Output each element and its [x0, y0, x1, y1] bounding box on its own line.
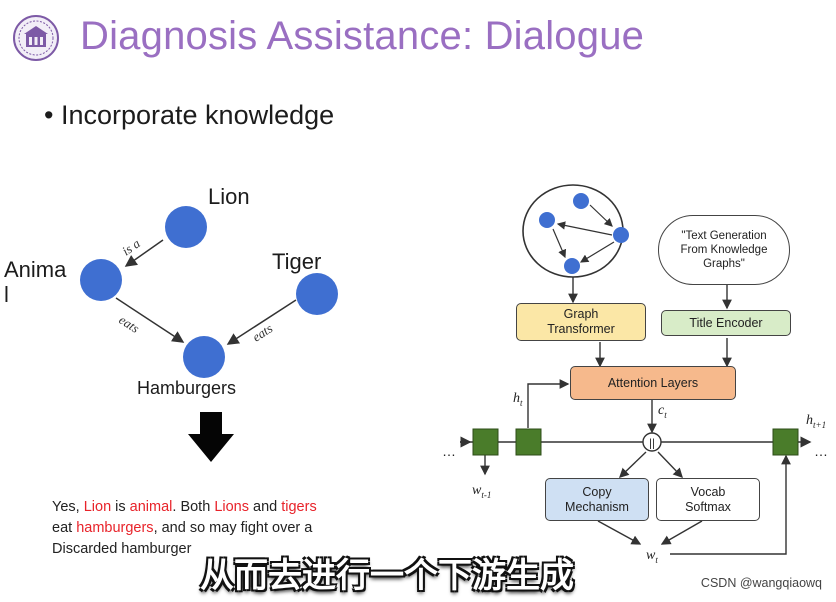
highlight-lion: Lion — [83, 499, 112, 515]
highlight-tigers: tigers — [281, 499, 317, 515]
graph-transformer-box: Graph Transformer — [516, 303, 646, 341]
university-logo-icon — [13, 15, 59, 61]
mini-node — [573, 193, 589, 209]
attention-layers-box: Attention Layers — [570, 366, 736, 400]
edge-is-a — [124, 239, 164, 267]
down-arrow-icon — [188, 412, 234, 462]
edge-label-eats-left: eats — [116, 312, 142, 336]
example-text: is — [111, 499, 130, 515]
label-animal-line1: Anima — [4, 257, 67, 282]
edge-label-is-a: is a — [119, 235, 143, 258]
title-encoder-label: Title Encoder — [689, 315, 763, 330]
architecture-diagram: || … … ht ct ht+1 wt-1 wt — [442, 184, 828, 565]
concat-to-vocab — [657, 451, 683, 479]
label-w-prev: wt-1 — [472, 483, 491, 500]
vocab-softmax-box: Vocab Softmax — [656, 478, 760, 521]
edge-eats-left — [115, 297, 185, 343]
watermark: CSDN @wangqiaowq — [700, 576, 822, 590]
mini-node — [613, 227, 629, 243]
dots-left: … — [442, 443, 456, 459]
vocab-softmax-label: Vocab Softmax — [685, 484, 731, 514]
highlight-lions: Lions — [214, 499, 249, 515]
rnn-cell — [472, 428, 499, 456]
highlight-animal: animal — [129, 499, 173, 515]
video-subtitle: 从而去进行一个下游生成 — [200, 557, 574, 595]
concat-to-copy — [618, 451, 647, 478]
example-text: Discarded hamburger — [52, 541, 192, 557]
mini-edge — [589, 204, 613, 227]
wt-feedback — [670, 454, 791, 555]
example-text: Yes, — [52, 499, 84, 515]
input-text-label: "Text Generation From Knowledge Graphs" — [680, 230, 768, 270]
mini-edge — [579, 241, 615, 263]
rnn-cell — [772, 428, 799, 456]
bullet-text: Incorporate knowledge — [60, 100, 335, 130]
label-lion: Lion — [208, 184, 250, 209]
example-text: , and so may fight over a — [153, 520, 313, 536]
label-wt: wt — [646, 548, 658, 565]
edge-eats-right — [226, 299, 297, 345]
copy-mechanism-label: Copy Mechanism — [565, 484, 629, 514]
highlight-hamburgers: hamburgers — [76, 520, 154, 536]
label-ht: ht — [513, 391, 523, 408]
example-text: . Both — [172, 499, 215, 515]
graph-transformer-label: Graph Transformer — [547, 307, 615, 336]
node-lion — [165, 206, 207, 248]
concat-node — [642, 432, 662, 452]
attention-layers-label: Attention Layers — [607, 375, 699, 390]
label-ht1: ht+1 — [806, 413, 826, 430]
label-animal-line2: l — [4, 282, 9, 307]
label-hamburgers: Hamburgers — [137, 378, 236, 398]
title-encoder-box: Title Encoder — [661, 310, 791, 336]
node-animal — [80, 259, 122, 301]
copy-mechanism-box: Copy Mechanism — [545, 478, 649, 521]
mini-edge — [552, 228, 567, 259]
bullet-item: • Incorporate knowledge — [44, 100, 335, 130]
node-tiger — [296, 273, 338, 315]
slide-title: Diagnosis Assistance: Dialogue — [80, 14, 645, 58]
copy-to-wt — [597, 520, 642, 545]
concat-symbol: || — [649, 438, 655, 450]
dots-right: … — [814, 443, 828, 459]
mini-node — [539, 212, 555, 228]
ht-to-attention — [527, 379, 570, 428]
rnn-cell — [515, 428, 542, 456]
input-text-bubble: "Text Generation From Knowledge Graphs" — [658, 215, 790, 285]
example-text: eat — [52, 520, 77, 536]
example-text: and — [248, 499, 282, 515]
label-tiger: Tiger — [272, 249, 321, 274]
vocab-to-wt — [660, 520, 703, 545]
node-hamburgers — [183, 336, 225, 378]
example-sentence: Yes, Lion is animal. Both Lions and tige… — [52, 497, 382, 560]
knowledge-graph: is a eats eats Lion Anima l Tiger Hambur… — [4, 184, 338, 398]
mini-node — [564, 258, 580, 274]
mini-edge — [556, 221, 613, 236]
edge-label-eats-right: eats — [249, 321, 275, 345]
label-ct: ct — [658, 403, 667, 420]
